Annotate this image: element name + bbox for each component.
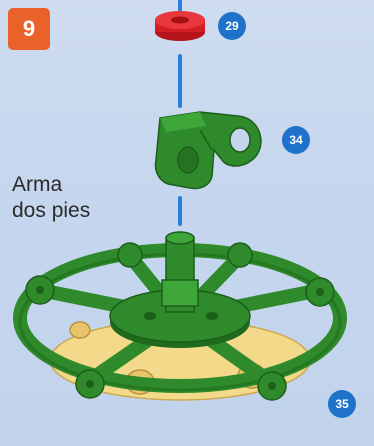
part-callout-35: 35 (328, 390, 356, 418)
green-bracket-part (156, 112, 261, 189)
instruction-text: Arma dos pies (12, 172, 90, 224)
step-number-badge: 9 (8, 8, 50, 50)
red-cap-part (155, 11, 205, 41)
part-callout-34: 34 (282, 126, 310, 154)
green-base-part (20, 232, 340, 400)
part-callout-29: 29 (218, 12, 246, 40)
